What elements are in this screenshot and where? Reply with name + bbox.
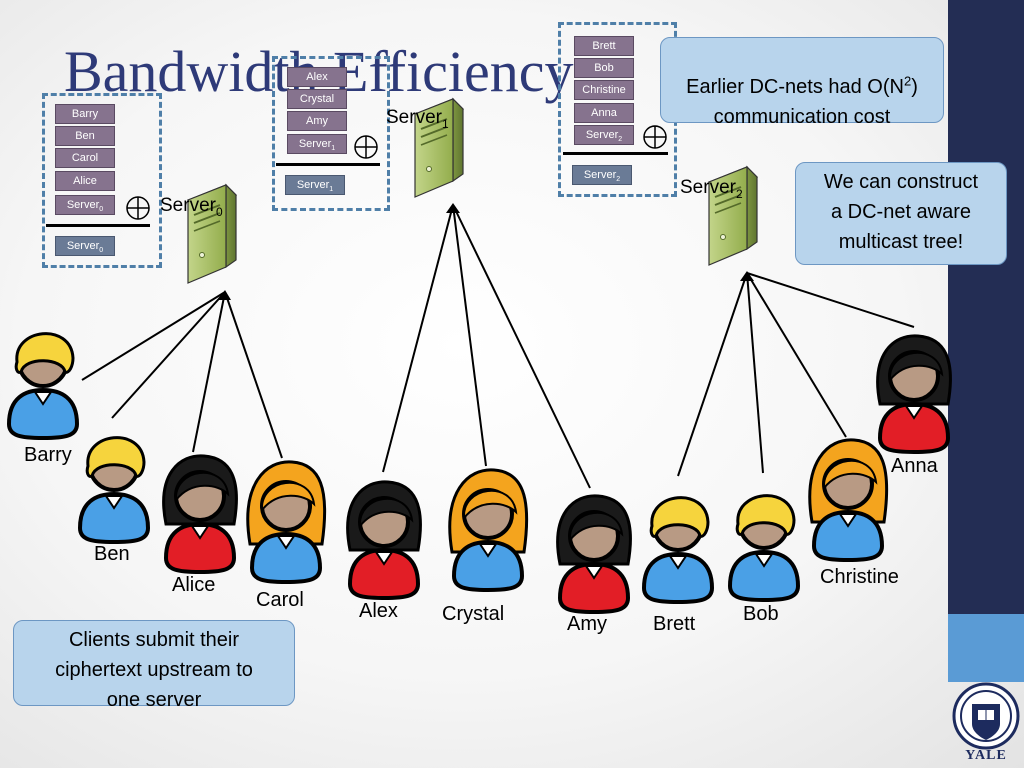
server2-links <box>677 272 915 477</box>
server2-result-cell: Server2 <box>572 165 632 185</box>
person-crystal-icon <box>448 468 529 592</box>
server0-member-cell: Alice <box>55 171 115 191</box>
server0-xor-icon <box>126 196 150 220</box>
person-amy-icon <box>556 494 632 614</box>
client-name-alice: Alice <box>172 574 216 596</box>
callout-multicast-tree: We can construct a DC-net aware multicas… <box>795 162 1007 265</box>
person-bob-icon <box>728 494 800 602</box>
server2-sum-line <box>563 152 668 155</box>
client-name-crystal: Crystal <box>442 603 505 625</box>
callout-clients-submit: Clients submit their ciphertext upstream… <box>13 620 295 711</box>
server1-dcnet-box <box>272 56 390 211</box>
client-name-anna: Anna <box>891 455 938 477</box>
server1-member-cell: Crystal <box>287 89 347 109</box>
yale-seal-icon <box>952 682 1020 750</box>
server0-label: Server0 <box>160 195 223 219</box>
server1-member-cell: Amy <box>287 111 347 131</box>
sidebar-dark-band <box>948 0 1024 614</box>
client-name-ben: Ben <box>94 543 130 565</box>
person-anna-icon <box>876 334 952 454</box>
person-brett-icon <box>642 496 714 604</box>
server2-member-cell: Brett <box>574 36 634 56</box>
server2-member-cell: Christine <box>574 80 634 100</box>
callout-communication-cost: Earlier DC-nets had O(N2) communication … <box>660 37 944 128</box>
server2-member-cell: Bob <box>574 58 634 78</box>
arrowheads <box>218 203 754 300</box>
server0-result-cell: Server0 <box>55 236 115 256</box>
client-name-bob: Bob <box>743 603 779 625</box>
server2-self-cell: Server2 <box>574 125 634 145</box>
person-ben-icon <box>78 436 150 544</box>
client-name-amy: Amy <box>567 613 607 635</box>
server1-member-cell: Alex <box>287 67 347 87</box>
server0-self-cell: Server0 <box>55 195 115 215</box>
client-name-carol: Carol <box>256 589 304 611</box>
server1-links <box>382 204 591 489</box>
sidebar-light-band <box>948 614 1024 682</box>
person-alice-icon <box>162 454 238 574</box>
client-name-alex: Alex <box>359 600 398 622</box>
server0-sum-line <box>46 224 150 227</box>
person-alex-icon <box>346 480 422 600</box>
person-barry-icon <box>7 332 79 440</box>
server1-self-cell: Server1 <box>287 134 347 154</box>
server1-xor-icon <box>354 135 378 159</box>
server0-member-cell: Carol <box>55 148 115 168</box>
client-name-christine: Christine <box>820 566 899 588</box>
server0-member-cell: Ben <box>55 126 115 146</box>
server1-label: Server1 <box>386 107 449 131</box>
client-name-brett: Brett <box>653 613 696 635</box>
server2-label: Server2 <box>680 177 743 201</box>
yale-wordmark: YALE <box>965 748 1007 763</box>
server2-member-cell: Anna <box>574 103 634 123</box>
server2-xor-icon <box>643 125 667 149</box>
server0-links <box>81 291 283 459</box>
person-christine-icon <box>808 438 889 562</box>
server1-result-cell: Server1 <box>285 175 345 195</box>
person-carol-icon <box>246 460 327 584</box>
server0-dcnet-box <box>42 93 162 268</box>
server0-member-cell: Barry <box>55 104 115 124</box>
client-name-barry: Barry <box>24 444 72 466</box>
server1-sum-line <box>276 163 380 166</box>
